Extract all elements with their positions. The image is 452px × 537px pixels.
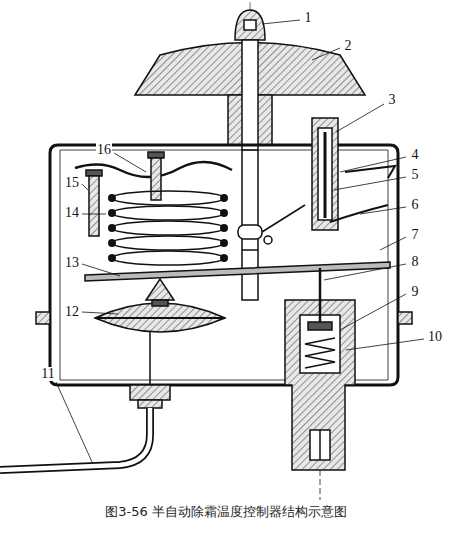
switch-body bbox=[285, 300, 355, 470]
callout-number: 2 bbox=[344, 39, 353, 53]
callout-number: 14 bbox=[64, 206, 80, 220]
callout-number: 5 bbox=[411, 168, 420, 182]
lead-wire bbox=[330, 205, 388, 222]
callout-number: 7 bbox=[411, 228, 420, 242]
leader-lines bbox=[56, 20, 424, 462]
callout-number: 6 bbox=[411, 198, 420, 212]
callout-number: 15 bbox=[64, 176, 80, 190]
callout-number: 13 bbox=[64, 256, 80, 270]
callout-number: 9 bbox=[411, 285, 420, 299]
callout-number: 16 bbox=[96, 143, 112, 157]
screw bbox=[89, 176, 99, 236]
callout-number: 12 bbox=[64, 305, 80, 319]
callout-number: 3 bbox=[388, 93, 397, 107]
cone-pin bbox=[146, 279, 174, 300]
contact bbox=[308, 322, 332, 330]
cap bbox=[235, 10, 265, 40]
figure-caption: 图3-56 半自动除霜温度控制器结构示意图 bbox=[0, 503, 452, 521]
cam bbox=[238, 225, 262, 239]
switch-cavity bbox=[300, 315, 340, 373]
terminal-screw bbox=[310, 430, 330, 460]
callout-number: 11 bbox=[40, 367, 55, 381]
bellows bbox=[95, 303, 225, 332]
shaft bbox=[242, 40, 258, 300]
mount-ear bbox=[36, 312, 50, 324]
lever-plate bbox=[85, 262, 390, 281]
capillary-tube bbox=[0, 408, 150, 470]
mount-ear bbox=[398, 312, 412, 324]
coil-spring bbox=[108, 191, 228, 265]
adjust-sleeve bbox=[312, 118, 338, 230]
push-rod bbox=[319, 268, 322, 322]
screw-head bbox=[148, 152, 164, 158]
callout-number: 8 bbox=[411, 255, 420, 269]
callout-number: 1 bbox=[304, 11, 313, 25]
tube-nut bbox=[130, 385, 170, 400]
cap-screw bbox=[244, 20, 256, 30]
switch-spring bbox=[305, 338, 335, 368]
spring-arm bbox=[345, 166, 395, 178]
callout-number: 10 bbox=[427, 330, 443, 344]
screw bbox=[151, 158, 161, 200]
callout-number: 4 bbox=[411, 148, 420, 162]
